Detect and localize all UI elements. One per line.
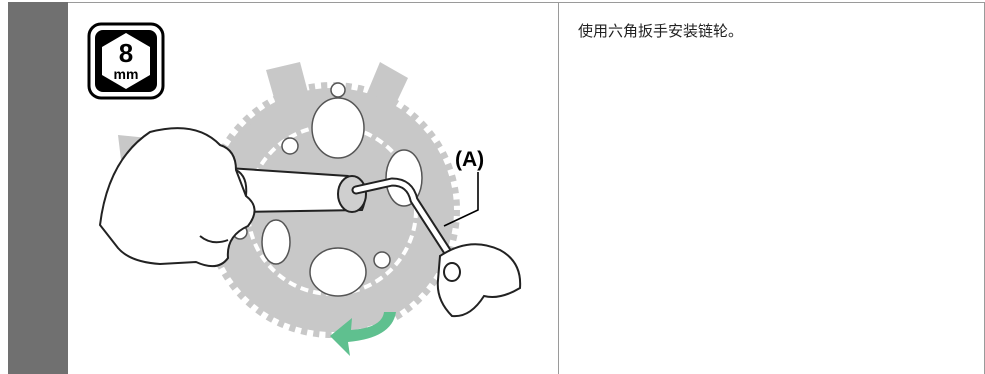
callout-leader [443, 172, 479, 227]
hex-wrench-size-badge-icon: 8 mm [87, 22, 165, 100]
badge-size-unit: mm [114, 66, 139, 82]
crank-arm [226, 166, 367, 214]
chainring-installation-illustration: (A) 8 mm [68, 3, 558, 374]
hex-wrench [351, 177, 463, 273]
right-hand [436, 243, 522, 318]
badge-size-value: 8 [119, 38, 133, 68]
callout-label-a: (A) [455, 148, 484, 171]
instruction-text: 使用六角扳手安装链轮。 [578, 22, 744, 40]
left-hand [98, 127, 256, 268]
chainring [204, 82, 460, 338]
step-sidebar-bar [8, 2, 68, 374]
top-border [68, 2, 985, 3]
column-divider [558, 2, 559, 374]
rotation-arrow-icon [330, 312, 396, 356]
